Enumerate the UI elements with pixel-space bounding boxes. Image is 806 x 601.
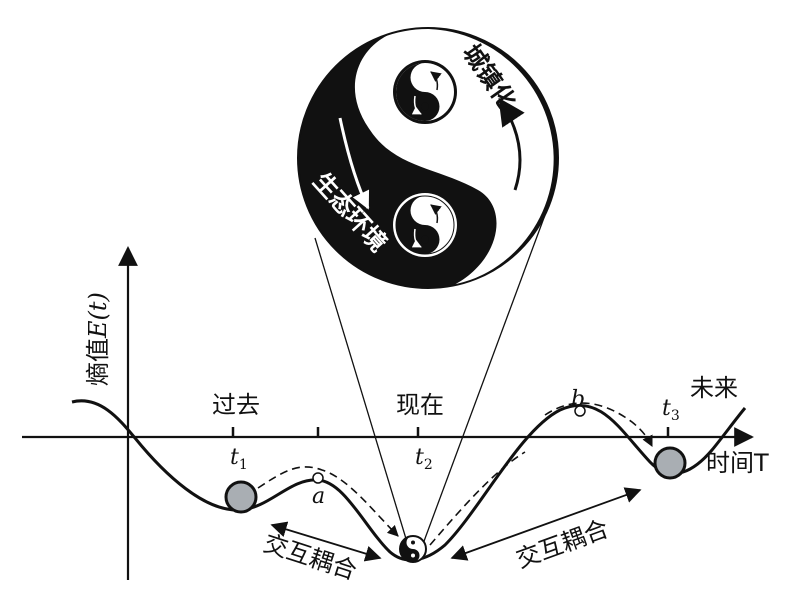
point-a-marker	[313, 473, 323, 483]
tick-label-t1: t1	[230, 445, 248, 473]
inner-yin-yang-top-icon	[393, 60, 457, 124]
small-yin-yang-icon	[400, 536, 426, 562]
dashed-path-mid	[430, 452, 525, 545]
coupling-label-right: 交互耦合	[512, 514, 612, 573]
label-present: 现在	[396, 391, 444, 419]
ball-left	[226, 482, 256, 512]
point-b-label: b	[571, 387, 585, 412]
label-future: 未来	[690, 374, 738, 402]
point-a-label: a	[312, 484, 325, 509]
y-axis-label: 熵值E(t)	[84, 292, 112, 386]
large-yin-yang: 城镇化 生态环境	[298, 28, 558, 288]
tick-label-t3: t3	[662, 396, 680, 424]
tick-label-t2: t2	[415, 445, 433, 473]
ball-right	[655, 448, 685, 478]
dashed-path-left	[258, 467, 398, 536]
inner-yin-yang-bottom-icon	[393, 193, 457, 257]
label-past: 过去	[212, 391, 260, 419]
axes	[22, 248, 752, 580]
x-axis-label: 时间T	[706, 449, 769, 477]
